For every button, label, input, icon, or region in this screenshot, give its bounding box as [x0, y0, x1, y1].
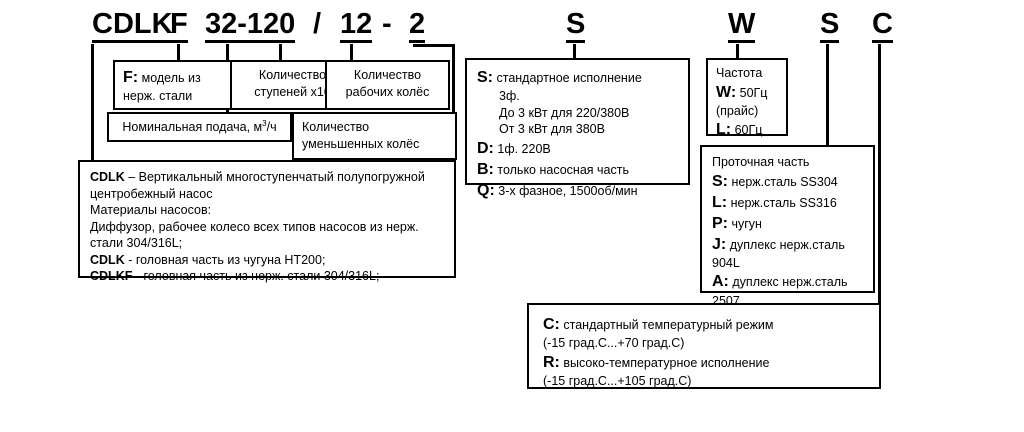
box-temperature: C: стандартный температурный режим (-15 …	[527, 303, 881, 389]
leader-120	[279, 44, 282, 60]
box-nominal-flow: Номинальная подача, м3/ч	[107, 112, 292, 142]
box-impellers: Количество рабочих колёс	[325, 60, 450, 110]
motor-text-2: До 3 кВт для 220/380В	[499, 105, 630, 120]
flow-part-key-3: J:	[712, 235, 727, 253]
leader-w	[736, 44, 739, 60]
leader-2-vertical	[452, 44, 455, 112]
flow-part-key-4: A:	[712, 273, 729, 291]
cdlk-line5: стали 304/316L;	[90, 236, 183, 250]
frequency-text-1: (прайс)	[716, 103, 759, 118]
nominal-flow-label: Номинальная подача, м	[122, 120, 263, 135]
code-segment-slash: /	[313, 8, 322, 40]
code-segment-cdlk: CDLK	[92, 10, 173, 43]
box-model-f: F: модель из нерж. стали	[113, 60, 235, 110]
leader-12	[350, 44, 353, 60]
code-segment-w: W	[728, 10, 756, 43]
motor-key-4: D:	[477, 139, 494, 157]
flow-part-text-3: дуплекс нерж.сталь	[729, 237, 845, 252]
box-reduced-impellers: Количество уменьшенных колёс	[292, 112, 457, 160]
impellers-line2: рабочих колёс	[345, 84, 430, 99]
flow-part-wrap-3: 904L	[712, 255, 740, 270]
cdlk-head-text: – Вертикальный многоступенчатый полупогр…	[124, 170, 425, 184]
leader-c	[878, 44, 881, 389]
leader-f	[177, 44, 180, 60]
motor-key-0: S:	[477, 69, 493, 86]
flow-part-key-0: S:	[712, 172, 728, 190]
temperature-key-2: R:	[543, 353, 560, 371]
code-segment-32-120: 32-120	[205, 10, 296, 43]
nominal-flow-tail: /ч	[266, 120, 277, 135]
cdlk-line4: Диффузор, рабочее колесо всех типов насо…	[90, 219, 419, 234]
code-segment-dash: -	[382, 8, 392, 40]
cdlk-line7-text: - головная часть из нерж. стали 304/316L…	[132, 269, 380, 283]
code-segment-c: C	[872, 10, 893, 43]
motor-key-6: Q:	[477, 181, 495, 199]
model-f-key: F:	[123, 69, 139, 86]
cdlk-line7-key: CDLKF	[90, 269, 133, 283]
flow-part-key-1: L:	[712, 193, 728, 211]
code-segment-2: 2	[409, 10, 426, 43]
temperature-text-0: стандартный температурный режим	[563, 318, 774, 332]
cdlk-line2: центробежный насос	[90, 186, 213, 201]
temperature-text-2: высоко-температурное исполнение	[563, 355, 770, 370]
motor-text-0: стандартное исполнение	[496, 71, 642, 85]
stages-line1: Количество	[258, 68, 327, 82]
reduced-impellers-line1: Количество	[302, 120, 370, 134]
temperature-text-3: (-15 град.С...+105 град.С)	[543, 373, 692, 388]
cdlk-line6-text: - головная часть из чугуна HT200;	[124, 252, 326, 267]
leader-2-horizontal	[413, 44, 455, 47]
cdlk-line6-key: CDLK	[90, 252, 125, 267]
temperature-text-1: (-15 град.С...+70 град.С)	[543, 336, 685, 351]
cdlk-line3: Материалы насосов:	[90, 203, 212, 217]
flow-part-text-4: дуплекс нерж.сталь	[732, 275, 848, 290]
reduced-impellers-line2: уменьшенных колёс	[302, 136, 420, 151]
flow-part-text-0: нерж.сталь SS304	[731, 174, 838, 189]
flow-part-title: Проточная часть	[712, 155, 810, 169]
box-motor-execution: S: стандартное исполнение 3ф. До 3 кВт д…	[465, 58, 690, 199]
nominal-flow-sup: 3	[262, 119, 267, 128]
flow-part-text-1: нерж.сталь SS316	[730, 195, 837, 210]
stages-line2: ступеней x10	[254, 84, 331, 99]
code-segment-s-motor: S	[566, 10, 586, 43]
frequency-key-0: W:	[716, 83, 737, 101]
flow-part-key-2: P:	[712, 214, 728, 232]
motor-text-3: От 3 кВт для 380В	[499, 122, 605, 137]
code-segment-12: 12	[340, 10, 373, 43]
motor-text-1: 3ф.	[499, 89, 520, 104]
box-frequency: Частота W: 50Гц (прайс) L: 60Гц	[706, 58, 788, 139]
frequency-key-2: L:	[716, 121, 732, 139]
leader-cdlk	[91, 44, 94, 160]
code-segment-s-flow: S	[820, 10, 840, 43]
impellers-line1: Количество	[353, 68, 422, 82]
box-flow-part: Проточная часть S: нерж.сталь SS304 L: н…	[700, 145, 875, 308]
frequency-text-2: 60Гц	[734, 123, 763, 138]
leader-s-motor	[573, 44, 576, 60]
leader-s-flow	[826, 44, 829, 145]
motor-text-5: только насосная часть	[497, 162, 629, 177]
model-f-line2: нерж. стали	[123, 89, 193, 104]
model-f-line1: модель из	[141, 71, 201, 85]
motor-text-6: 3-х фазное, 1500об/мин	[498, 183, 638, 198]
frequency-text-0: 50Гц	[739, 85, 768, 100]
code-segment-f: F	[170, 10, 188, 43]
motor-text-4: 1ф. 220В	[497, 141, 551, 156]
box-cdlk-description: CDLK – Вертикальный многоступенчатый пол…	[78, 160, 456, 283]
flow-part-text-2: чугун	[731, 216, 762, 231]
cdlk-head-key: CDLK	[90, 170, 125, 184]
motor-key-5: B:	[477, 160, 494, 178]
temperature-key-0: C:	[543, 316, 560, 333]
frequency-title: Частота	[716, 66, 763, 80]
